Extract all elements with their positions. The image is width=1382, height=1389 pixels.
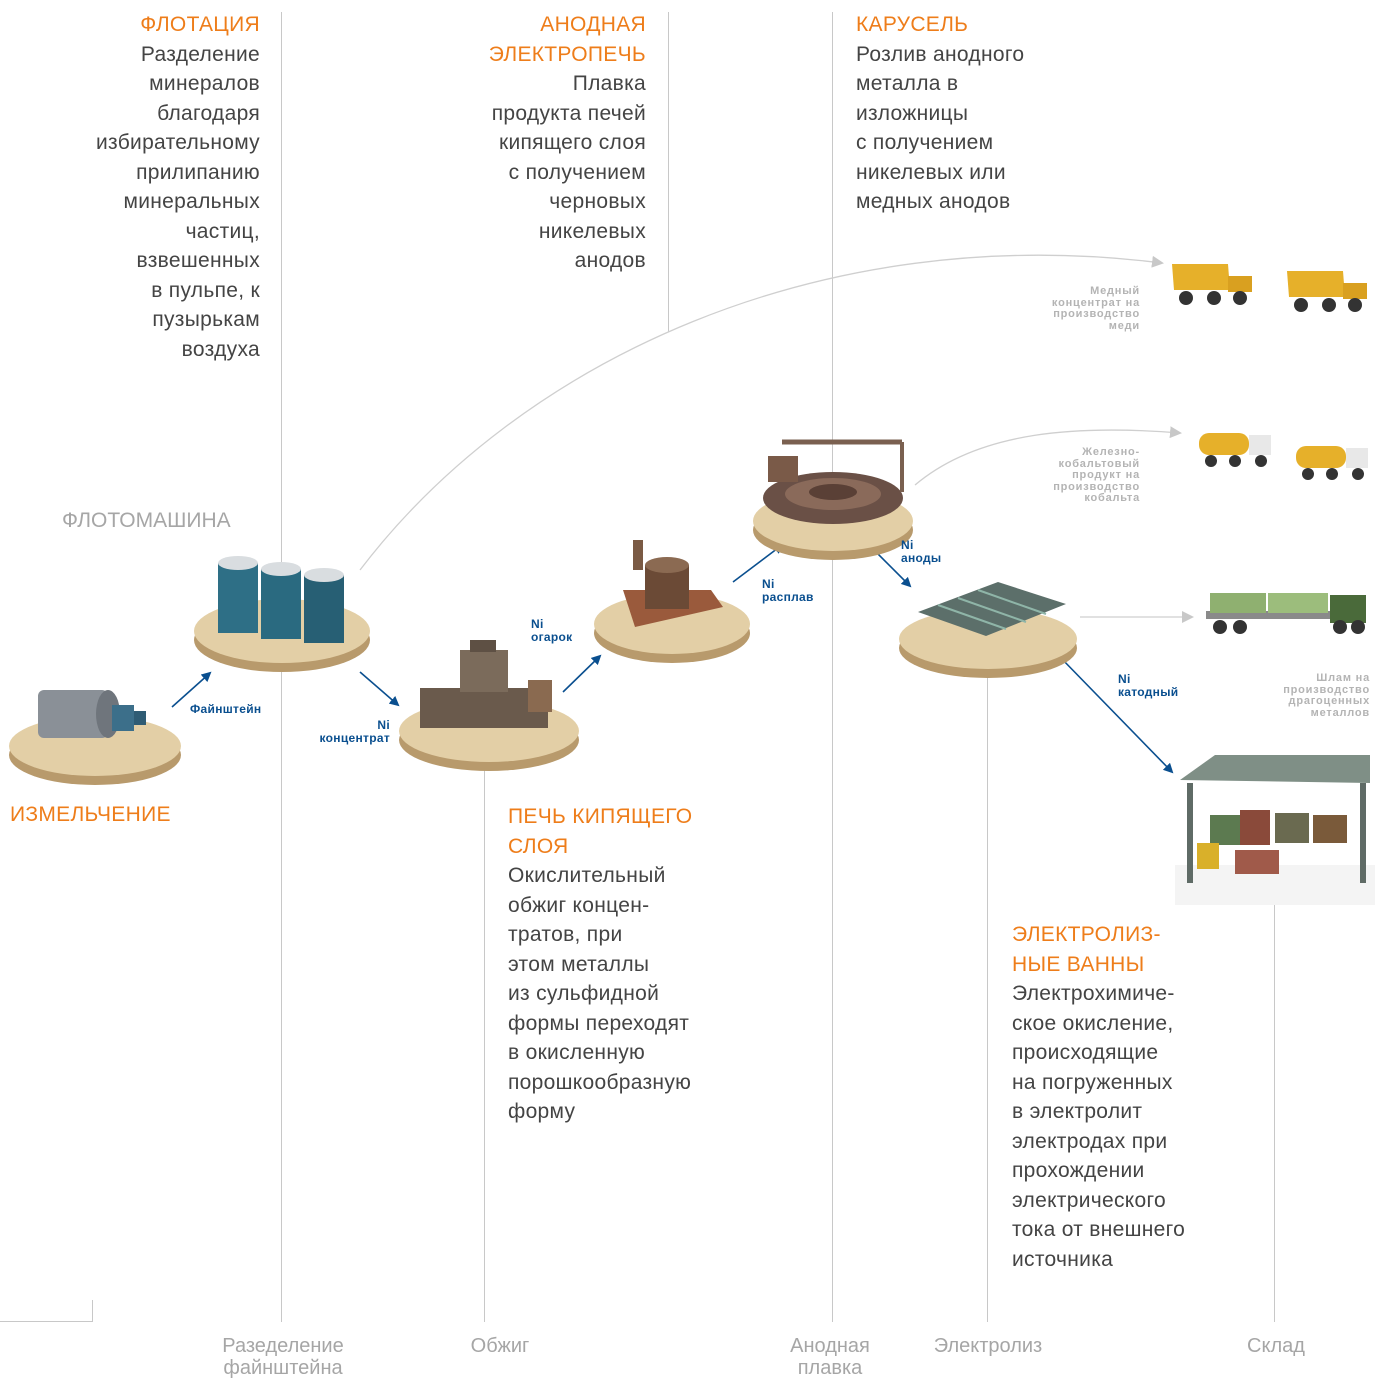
electrolysis-description: Электрохимиче- ское окисление, происходя… — [1012, 982, 1186, 1271]
truck-icon — [1296, 446, 1368, 480]
flow-matte: Файнштейн — [190, 702, 262, 716]
truck-icon — [1172, 264, 1252, 305]
flow-ni-melt: Ni расплав — [762, 577, 814, 604]
roasting-furnace-icon — [399, 640, 579, 771]
casting-carousel-icon — [753, 439, 913, 560]
divider-anode-furnace — [668, 12, 669, 332]
flotation-description: Разделение минералов благодаря избирател… — [96, 42, 260, 361]
divider-carousel — [832, 12, 833, 1322]
output-copper: Медный концентрат на производство меди — [1051, 285, 1140, 332]
flow-ni-cathode: Ni катодный — [1118, 672, 1179, 699]
carousel-block: КАРУСЕЛЬ Розлив анодного металла в излож… — [856, 10, 1086, 217]
flotation-machine-label: ФЛОТОМАШИНА — [62, 509, 231, 532]
divider-warehouse — [1274, 880, 1275, 1322]
truck-icon — [1206, 593, 1366, 634]
flotation-tanks-icon — [194, 556, 370, 672]
grinding-label: ИЗМЕЛЬЧЕНИЕ — [10, 803, 171, 826]
bracket-vertical — [92, 1300, 93, 1322]
flow-ni-calcine: Ni огарок — [531, 617, 573, 644]
electrolysis-baths-icon — [899, 582, 1077, 678]
copper-output-arrow — [359, 254, 1164, 571]
bracket-horizontal — [0, 1321, 93, 1322]
anode-furnace-block: АНОДНАЯ ЭЛЕКТРОПЕЧЬ Плавка продукта пече… — [430, 10, 646, 276]
truck-icon — [1287, 271, 1367, 312]
cobalt-output-arrow — [914, 426, 1182, 486]
stage-warehouse: Склад — [1247, 1335, 1305, 1357]
carousel-title: КАРУСЕЛЬ — [856, 13, 969, 36]
stage-electrolysis: Электролиз — [933, 1335, 1043, 1357]
flow-ni-concentrate: Ni концентрат — [319, 718, 390, 745]
matte-arrow — [171, 671, 212, 708]
electrolysis-title: ЭЛЕКТРОЛИЗ- НЫЕ ВАННЫ — [1012, 923, 1161, 976]
divider-electrolysis — [987, 675, 988, 1322]
anode-furnace-icon — [594, 540, 750, 663]
fluid-bed-description: Окислительный обжиг концен- тратов, при … — [508, 864, 692, 1123]
divider-roasting — [484, 640, 485, 1322]
stage-anode-smelting: Анодная плавка — [790, 1335, 870, 1379]
fluid-bed-title: ПЕЧЬ КИПЯЩЕГО СЛОЯ — [508, 805, 693, 858]
anode-furnace-description: Плавка продукта печей кипящего слоя с по… — [491, 72, 646, 272]
concentrate-arrow — [359, 671, 400, 707]
melt-arrow — [732, 543, 784, 583]
carousel-description: Розлив анодного металла в изложницы с по… — [856, 42, 1025, 214]
flow-ni-anodes: Ni аноды — [901, 538, 942, 565]
flotation-block: ФЛОТАЦИЯ Разделение минералов благодаря … — [40, 10, 260, 364]
anode-furnace-title: АНОДНАЯ ЭЛЕКТРОПЕЧЬ — [488, 13, 646, 66]
warehouse-icon — [1175, 755, 1375, 905]
truck-icon — [1199, 433, 1271, 467]
output-cobalt: Железно- кобальтовый продукт на производ… — [1053, 446, 1140, 504]
calcine-arrow — [562, 654, 602, 693]
cathode-arrow — [1059, 656, 1174, 774]
output-sludge: Шлам на производство драгоценных металло… — [1283, 672, 1370, 719]
fluid-bed-block: ПЕЧЬ КИПЯЩЕГО СЛОЯ Окислительный обжиг к… — [508, 802, 748, 1127]
flotation-title: ФЛОТАЦИЯ — [140, 13, 260, 36]
electrolysis-block: ЭЛЕКТРОЛИЗ- НЫЕ ВАННЫ Электрохимиче- ско… — [1012, 920, 1252, 1274]
stage-roasting: Обжиг — [470, 1335, 530, 1357]
stage-matte-separation: Разеделение файнштейна — [222, 1335, 344, 1379]
ball-mill-icon — [9, 690, 181, 785]
